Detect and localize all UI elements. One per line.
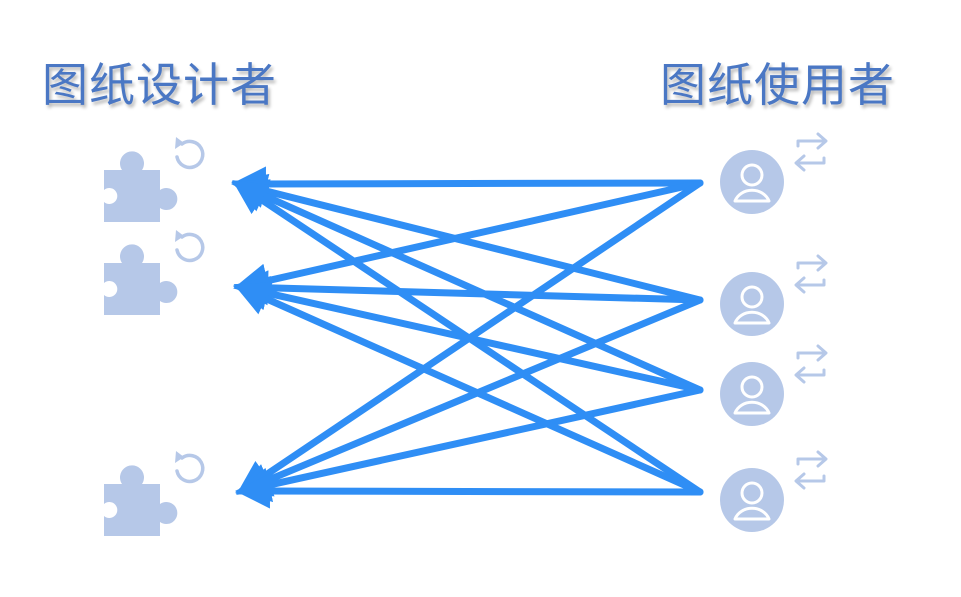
designer-list (104, 137, 205, 536)
user-node (720, 344, 828, 426)
arrow-layer (231, 166, 704, 509)
connection-arrow (233, 179, 704, 298)
connection-arrow (231, 173, 704, 304)
connection-arrow (235, 473, 704, 509)
puzzle-piece-icon (104, 244, 178, 315)
puzzle-piece-icon (104, 151, 178, 222)
puzzle-piece-icon (104, 465, 178, 536)
swap-arrows-icon (794, 132, 828, 172)
user-avatar-icon (720, 468, 784, 532)
refresh-icon (175, 137, 205, 170)
designer-node (104, 451, 205, 536)
user-avatar-icon (720, 150, 784, 214)
connection-arrow (231, 166, 704, 202)
users-title: 图纸使用者 (660, 58, 895, 112)
user-avatar-icon (720, 362, 784, 426)
connection-arrow (232, 180, 704, 496)
refresh-icon (175, 230, 205, 263)
user-list (720, 132, 828, 532)
designer-node (104, 137, 205, 222)
connection-arrow (233, 282, 704, 496)
user-avatar-icon (720, 272, 784, 336)
connection-arrow (235, 386, 704, 503)
connection-arrow (235, 296, 704, 497)
user-node (720, 450, 828, 532)
user-node (720, 254, 828, 336)
designer-node (104, 230, 205, 315)
designers-title: 图纸设计者 (42, 58, 277, 112)
swap-arrows-icon (794, 344, 828, 384)
connection-arrow (231, 179, 704, 394)
connection-arrow (233, 270, 704, 306)
refresh-icon (175, 451, 205, 484)
user-node (720, 132, 828, 214)
swap-arrows-icon (794, 450, 828, 490)
swap-arrows-icon (794, 254, 828, 294)
